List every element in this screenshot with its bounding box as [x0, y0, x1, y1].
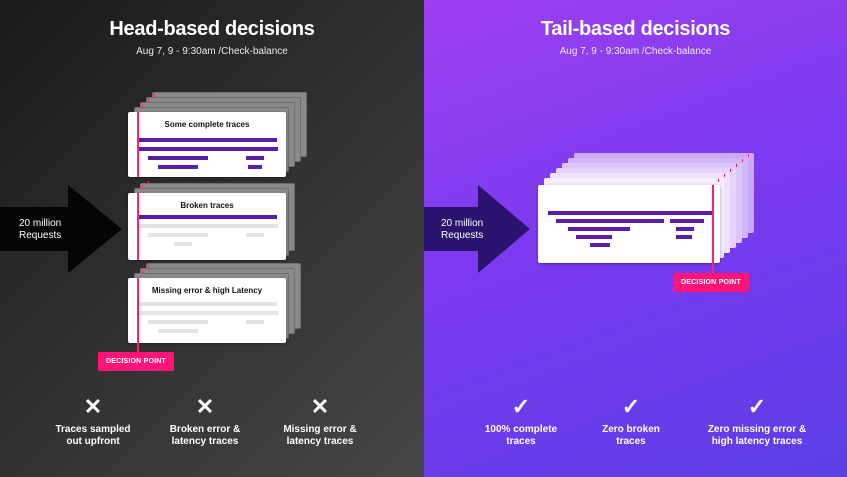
trace-card-complete: Some complete traces — [128, 112, 286, 177]
outcome-line: 100% complete — [484, 424, 558, 435]
head-outcome-sampled: ✕ Traces sampled out upfront — [33, 396, 153, 448]
check-icon: ✓ — [621, 394, 641, 419]
trace-card-title: Missing error & high Latency — [151, 286, 263, 295]
tail-decision-line — [712, 263, 714, 273]
check-icon: ✓ — [747, 394, 767, 419]
cross-icon: ✕ — [195, 394, 215, 419]
tail-based-panel: Tail-based decisions Aug 7, 9 - 9:30am /… — [424, 0, 847, 477]
tail-requests-arrow-icon — [424, 185, 530, 273]
head-requests-label: 20 million Requests — [19, 218, 61, 242]
cross-icon: ✕ — [83, 394, 103, 419]
cross-icon: ✕ — [310, 394, 330, 419]
head-subtitle: Aug 7, 9 - 9:30am /Check-balance — [136, 46, 288, 57]
tail-subtitle: Aug 7, 9 - 9:30am /Check-balance — [559, 46, 712, 57]
head-title: Head-based decisions — [109, 18, 315, 40]
trace-card-tail — [538, 185, 720, 263]
outcome-line: traces — [506, 436, 536, 447]
head-decision-line — [137, 343, 139, 353]
check-icon: ✓ — [511, 394, 531, 419]
head-outcome-broken: ✕ Broken error & latency traces — [145, 396, 265, 448]
tail-outcome-missing: ✓ Zero missing error & high latency trac… — [687, 396, 827, 448]
outcome-line: traces — [616, 436, 646, 447]
trace-card-broken: Broken traces — [128, 193, 286, 260]
head-requests-count: 20 million — [19, 218, 62, 229]
outcome-line: Zero missing error & — [707, 424, 807, 435]
outcome-line: high latency traces — [711, 436, 803, 447]
head-based-panel: Head-based decisions Aug 7, 9 - 9:30am /… — [0, 0, 424, 477]
tail-decision-point-badge: DECISION POINT — [673, 273, 749, 292]
outcome-line: latency traces — [286, 436, 354, 447]
tail-requests-count: 20 million — [441, 218, 484, 229]
outcome-line: Traces sampled — [55, 424, 131, 435]
tail-requests-word: Requests — [441, 230, 484, 241]
outcome-line: out upfront — [66, 436, 120, 447]
head-outcome-missing: ✕ Missing error & latency traces — [260, 396, 380, 448]
head-decision-point-badge: DECISION POINT — [98, 352, 174, 371]
tail-outcome-broken: ✓ Zero broken traces — [571, 396, 691, 448]
tail-requests-label: 20 million Requests — [441, 218, 483, 242]
outcome-line: Broken error & — [169, 424, 241, 435]
outcome-line: latency traces — [171, 436, 239, 447]
head-requests-word: Requests — [19, 230, 62, 241]
outcome-line: Missing error & — [283, 424, 357, 435]
outcome-line: Zero broken — [602, 424, 660, 435]
trace-card-title: Some complete traces — [164, 120, 250, 129]
trace-card-missing: Missing error & high Latency — [128, 278, 286, 343]
tail-outcome-complete: ✓ 100% complete traces — [461, 396, 581, 448]
trace-card-title: Broken traces — [180, 201, 234, 210]
head-requests-arrow-icon — [0, 185, 122, 273]
tail-title: Tail-based decisions — [540, 18, 731, 40]
